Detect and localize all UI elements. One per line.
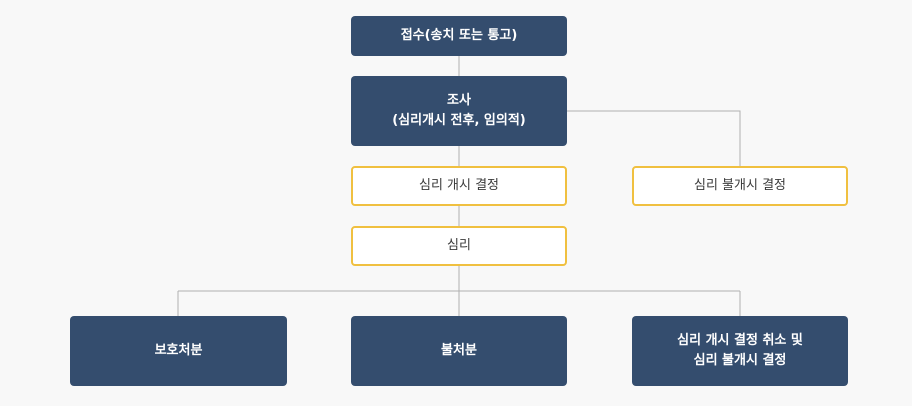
cancel-label-line1: 심리 개시 결정 취소 및 <box>677 333 803 348</box>
investigation-sublabel: (심리개시 전후, 임의적) <box>392 113 526 128</box>
cancel-label-line2: 심리 불개시 결정 <box>693 353 787 368</box>
trial-box: 심리 <box>351 226 567 266</box>
investigation-box: 조사 (심리개시 전후, 임의적) <box>351 76 567 146</box>
trial-decision-label: 심리 개시 결정 <box>418 178 500 193</box>
receipt-box: 접수(송치 또는 통고) <box>351 16 567 56</box>
trial-label: 심리 <box>447 238 471 253</box>
cancel-box: 심리 개시 결정 취소 및 심리 불개시 결정 <box>632 316 848 386</box>
receipt-label: 접수(송치 또는 통고) <box>400 28 518 43</box>
non-disposition-box: 불처분 <box>351 316 567 386</box>
no-trial-decision-label: 심리 불개시 결정 <box>694 178 786 193</box>
protective-disposition-box: 보호처분 <box>70 316 287 386</box>
trial-decision-box: 심리 개시 결정 <box>351 166 567 206</box>
no-trial-decision-box: 심리 불개시 결정 <box>632 166 848 206</box>
investigation-label: 조사 <box>447 93 471 108</box>
connector-investigation-no-trial <box>567 110 741 166</box>
non-disposition-label: 불처분 <box>441 343 477 358</box>
protective-disposition-label: 보호처분 <box>154 343 203 358</box>
